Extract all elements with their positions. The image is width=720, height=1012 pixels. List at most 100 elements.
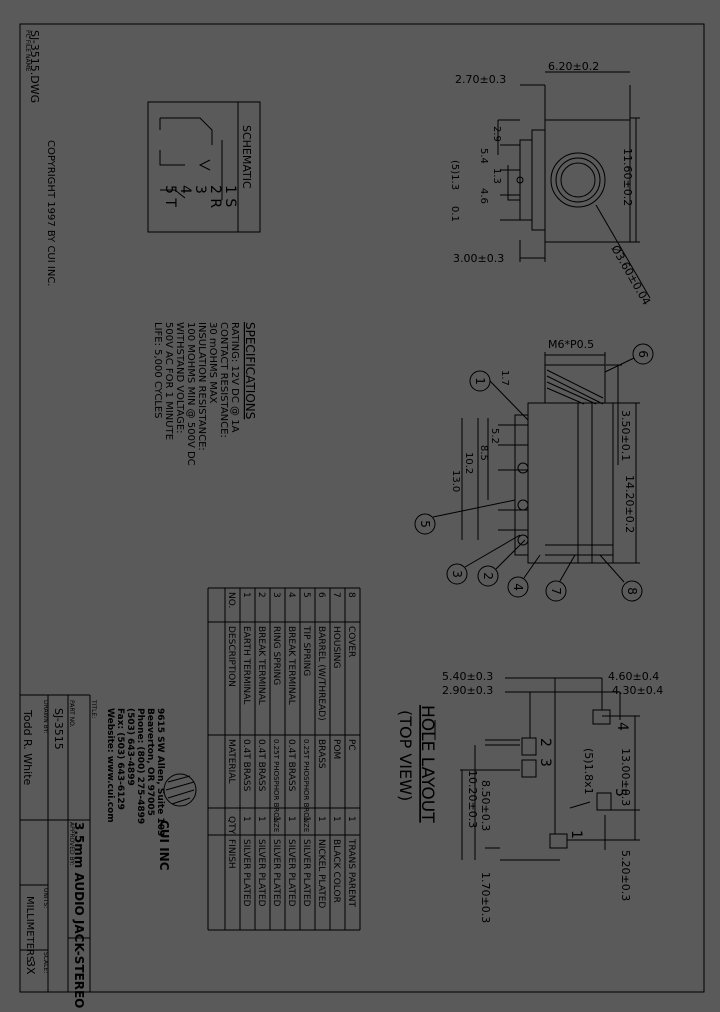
- schematic-terminal-3: 3: [192, 185, 208, 194]
- hole-dim-13-00: 13.00±0.3: [619, 748, 632, 806]
- company-name: CUI INC: [157, 820, 171, 871]
- front-view: [497, 71, 651, 299]
- balloon-7: [545, 580, 567, 602]
- hole-dim-4-60: 4.60±0.4: [608, 670, 659, 683]
- side-dim-1-7: 1.7: [499, 370, 510, 386]
- svg-text:INSULATION RESISTANCE:: INSULATION RESISTANCE:: [196, 322, 207, 451]
- part-no-label: PART NO.: [68, 700, 75, 728]
- drawn-by-label: DRAWN BY:: [42, 700, 49, 733]
- front-dim-3-00: 3.00±0.3: [453, 252, 504, 265]
- balloon-label-6: 6: [636, 350, 650, 358]
- front-dim-0-1: 0.1: [449, 206, 460, 222]
- bom-cell-r2-c2: 0.4T BRASS: [256, 739, 266, 792]
- bom-header-material: MATERIAL: [226, 739, 236, 784]
- svg-text:Fax: (503) 643-6129: Fax: (503) 643-6129: [115, 708, 125, 810]
- bom-cell-r1-c2: 0.4T BRASS: [241, 739, 251, 792]
- bom-cell-r2-c4: SILVER PLATED: [256, 839, 266, 907]
- hole-dim-8-50: 8.50±0.3: [479, 780, 492, 831]
- bom-cell-r3-c3: 1: [271, 816, 281, 822]
- bom-cell-r8-c2: PC: [346, 739, 356, 751]
- drawing-text: PC FILE NAME SJ-3515.DWG COPYRIGHT 1997 …: [21, 30, 663, 1008]
- schematic-terminal-5: 5 T: [162, 185, 178, 207]
- bom-cell-r8-c3: 1: [346, 816, 356, 822]
- bom-cell-r8-c4: TRANS PARENT: [346, 838, 356, 908]
- svg-text:Phone: (800) 275-4899: Phone: (800) 275-4899: [135, 708, 145, 824]
- bom-cell-r4-c3: 1: [286, 816, 296, 822]
- svg-text:500V AC FOR 1 MINUTE: 500V AC FOR 1 MINUTE: [163, 322, 174, 440]
- bom-cell-r6-c2: BRASS: [316, 739, 326, 769]
- spec-header: SPECIFICATIONS: [243, 322, 257, 419]
- scale-label: SCALE:: [42, 952, 49, 973]
- side-view: [414, 343, 654, 602]
- schematic-terminal-4: 4: [177, 185, 193, 194]
- pad-label-4: 4: [614, 722, 630, 731]
- svg-text:RATING: 12V DC @ 1A: RATING: 12V DC @ 1A: [229, 322, 240, 433]
- balloon-label-3: 3: [450, 570, 464, 578]
- hole-dim-1-70: 1.70±0.3: [479, 872, 492, 923]
- bom-cell-r3-c2: 0.25T PHOSPHOR BRONZE: [272, 739, 280, 832]
- bom-header-no: NO.: [226, 592, 236, 608]
- svg-text:CONTACT RESISTANCE:: CONTACT RESISTANCE:: [218, 322, 229, 438]
- file-name-label: PC FILE NAME: [24, 30, 31, 72]
- bom-cell-r5-c0: 5: [301, 592, 311, 598]
- balloon-label-8: 8: [625, 587, 639, 595]
- bom-cell-r6-c4: NICKEL PLATED: [316, 839, 326, 908]
- bom-cell-r4-c1: BREAK TERMINAL: [286, 626, 296, 705]
- front-dim-4-6: 4.6: [478, 188, 489, 204]
- bom-cell-r6-c3: 1: [316, 816, 326, 822]
- cui-logo: [163, 773, 197, 807]
- bom-text: NO.DESCRIPTIONMATERIALQTYFINISH8COVERPC1…: [226, 592, 356, 908]
- bom-cell-r3-c4: SILVER PLATED: [271, 839, 281, 907]
- hole-layout-subtitle: (TOP VIEW): [396, 710, 415, 801]
- hole-dim-5-20: 5.20±0.3: [619, 850, 632, 901]
- bom-cell-r2-c3: 1: [256, 816, 266, 822]
- bom-table: [207, 587, 361, 931]
- balloon-4: [507, 576, 529, 598]
- side-dim-5-2: 5.2: [489, 428, 500, 444]
- front-dim-1-3: 1.3: [491, 168, 502, 184]
- sheet-border: [19, 23, 705, 993]
- svg-text:WITHSTAND VOLTAGE:: WITHSTAND VOLTAGE:: [174, 322, 185, 434]
- pad-3: [521, 759, 537, 778]
- scale: 3X: [24, 960, 37, 975]
- file-name: SJ-3515.DWG: [28, 30, 41, 103]
- bom-header-qty: QTY: [226, 816, 236, 835]
- bom-cell-r7-c2: POM: [331, 739, 341, 759]
- bom-cell-r1-c3: 1: [241, 816, 251, 822]
- side-dim-3-50: 3.50±0.1: [619, 410, 632, 461]
- bom-cell-r6-c1: BARREL (W/THREAD): [316, 626, 326, 721]
- svg-text:Website: www.cui.com: Website: www.cui.com: [105, 708, 115, 823]
- bom-header-finish: FINISH: [226, 839, 236, 869]
- balloon-label-4: 4: [511, 583, 525, 591]
- pad-label-3: 3: [537, 758, 553, 767]
- front-dim-6-20: 6.20±0.2: [548, 60, 599, 73]
- bom-cell-r5-c2: 0.25T PHOSPHOR BRONZE: [302, 739, 310, 832]
- front-dim-2-70: 2.70±0.3: [455, 73, 506, 86]
- balloon-5: [414, 513, 436, 535]
- bom-header-description: DESCRIPTION: [226, 626, 236, 687]
- pad-1: [549, 833, 568, 849]
- hole-dim-5-40: 5.40±0.3: [442, 670, 493, 683]
- title-block: [20, 694, 91, 992]
- hole-dim-4-30: 4.30±0.4: [612, 684, 663, 697]
- bom-cell-r3-c1: RING SPRING: [271, 626, 281, 685]
- bom-cell-r4-c0: 4: [286, 592, 296, 598]
- spec-lines: RATING: 12V DC @ 1A CONTACT RESISTANCE: …: [152, 322, 240, 466]
- bom-cell-r7-c1: HOUSING: [331, 626, 341, 669]
- units: MILLIMETERS: [24, 896, 35, 962]
- drawn-by: Todd R. White: [21, 709, 34, 786]
- bom-cell-r5-c1: TIP SPRING: [301, 625, 311, 676]
- side-dim-8-5: 8.5: [478, 445, 489, 461]
- balloon-8: [621, 580, 643, 602]
- bom-cell-r2-c1: BREAK TERMINAL: [256, 626, 266, 705]
- balloon-label-1: 1: [473, 377, 487, 385]
- svg-text:(503) 643-4899: (503) 643-4899: [125, 708, 135, 786]
- part-no: SJ-3515: [52, 708, 65, 750]
- schematic-label: SCHEMATIC: [240, 125, 253, 189]
- svg-text:9615 SW Allen, Suite 103: 9615 SW Allen, Suite 103: [155, 708, 165, 836]
- bom-cell-r4-c2: 0.4T BRASS: [286, 739, 296, 792]
- side-dim-10-2: 10.2: [463, 452, 474, 474]
- bom-cell-r4-c4: SILVER PLATED: [286, 839, 296, 907]
- bom-cell-r3-c0: 3: [271, 592, 281, 598]
- bom-cell-r7-c0: 7: [331, 592, 341, 598]
